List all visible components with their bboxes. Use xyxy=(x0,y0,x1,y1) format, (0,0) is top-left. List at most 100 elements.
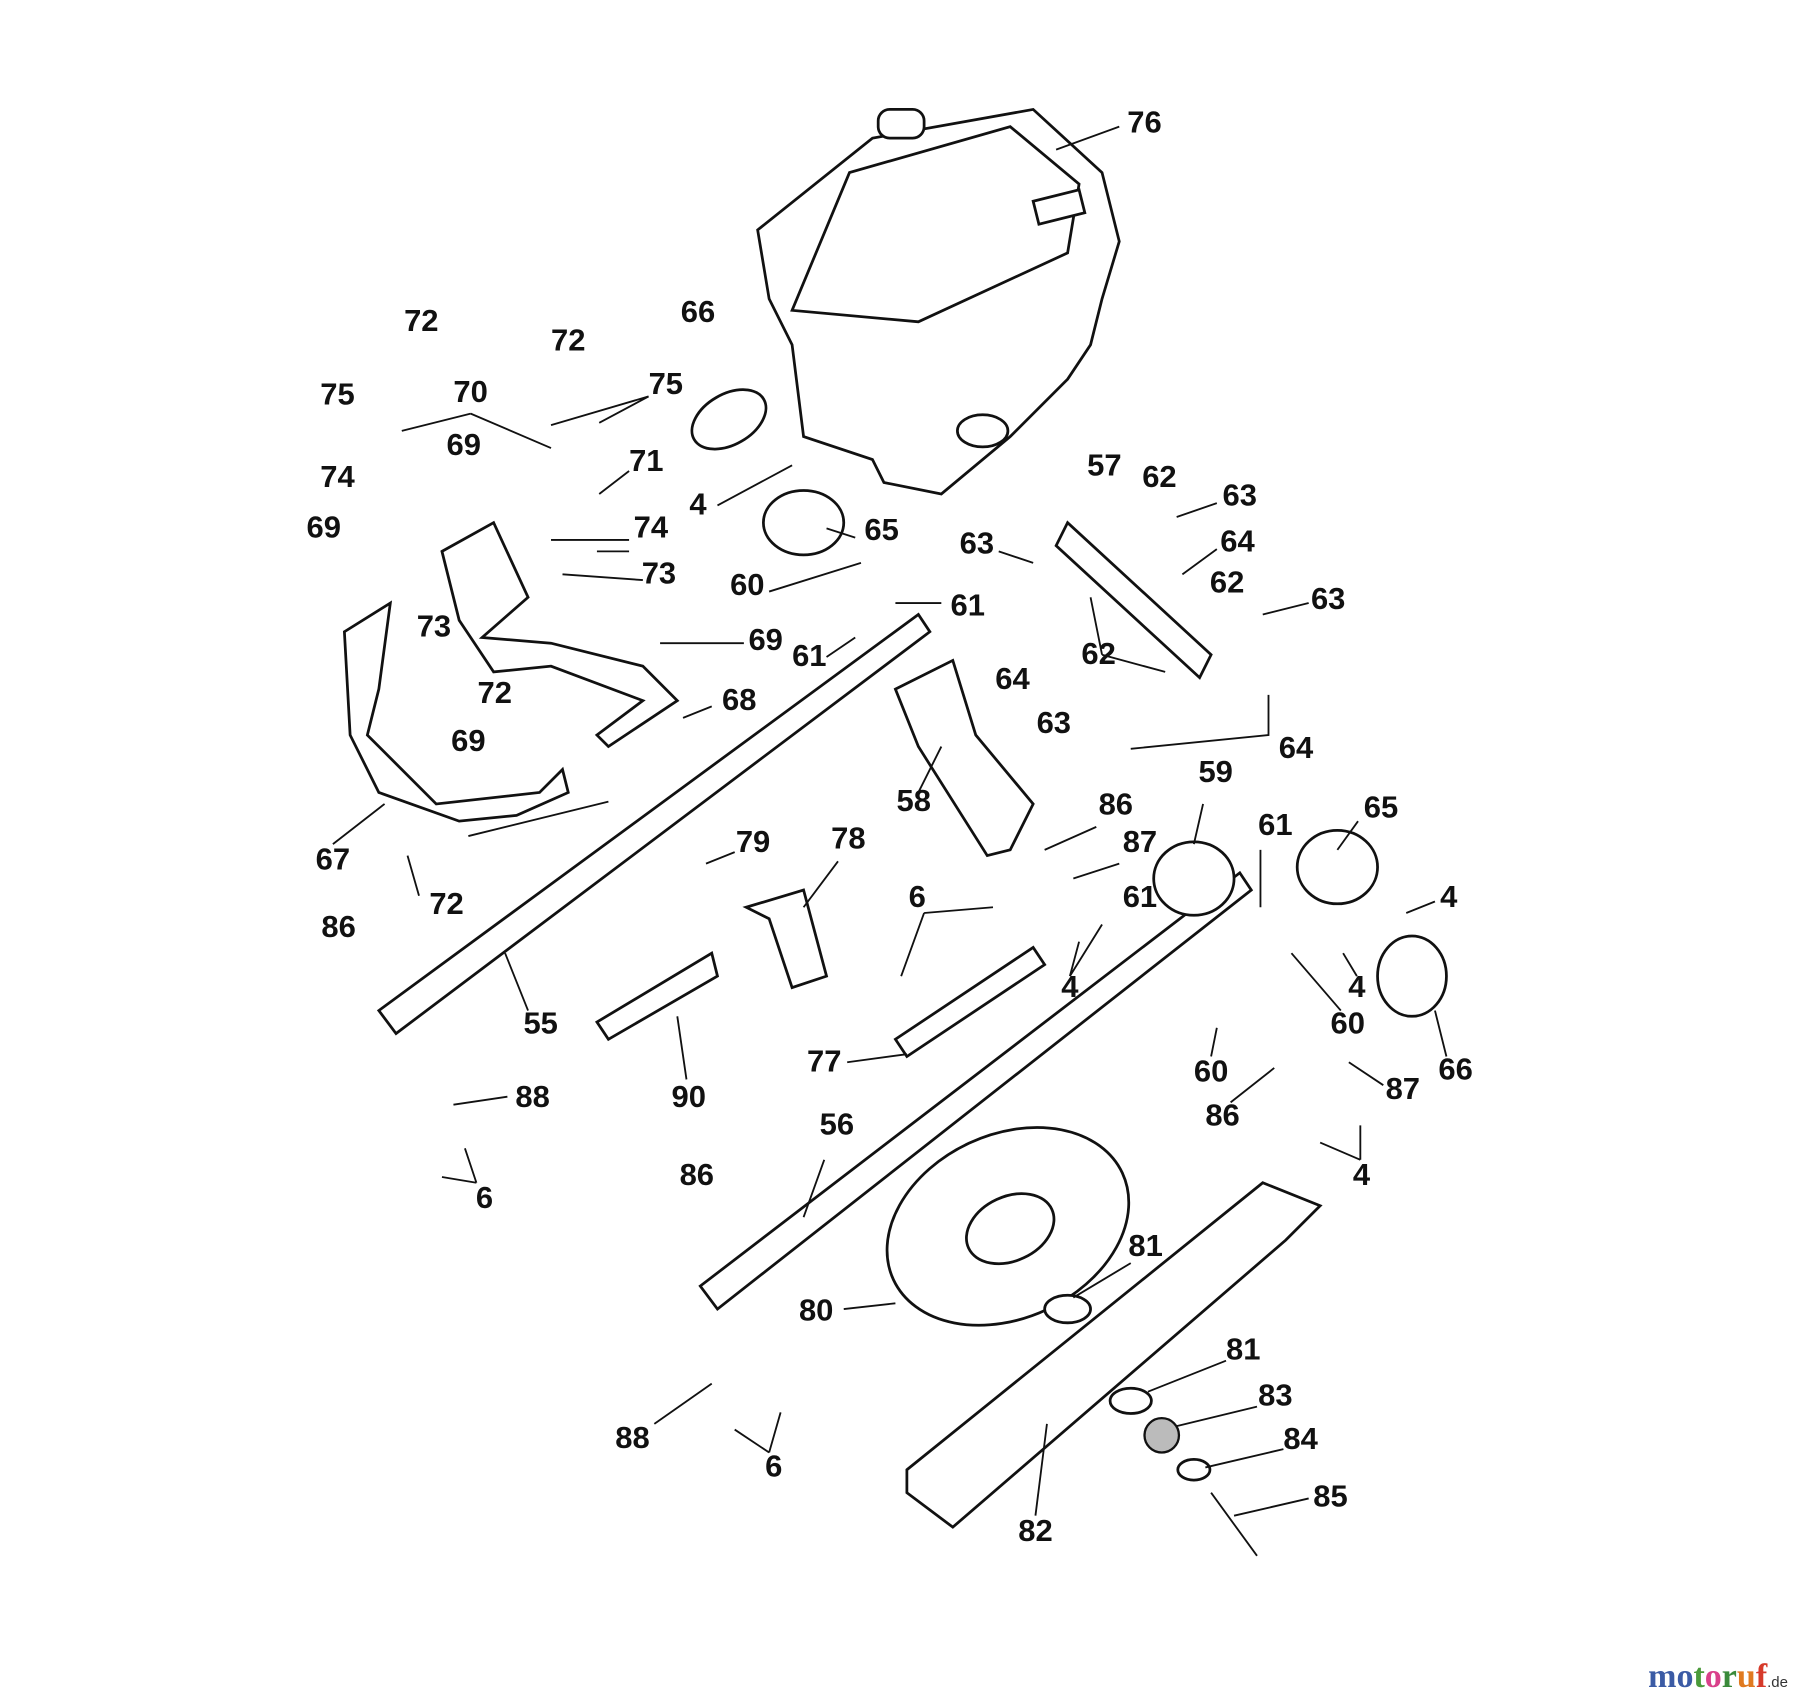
part-label: 77 xyxy=(807,1043,841,1078)
watermark-letter: u xyxy=(1736,1658,1756,1695)
part-label: 87 xyxy=(1123,824,1157,859)
part-label: 88 xyxy=(615,1420,649,1455)
watermark-suffix: .de xyxy=(1767,1674,1788,1691)
part-label: 81 xyxy=(1128,1228,1162,1263)
part-label: 85 xyxy=(1313,1478,1347,1513)
part-label: 62 xyxy=(1142,459,1176,494)
part-label: 6 xyxy=(476,1180,493,1215)
part-label: 4 xyxy=(689,487,707,522)
part-label: 63 xyxy=(960,526,994,561)
part-label: 72 xyxy=(478,675,512,710)
part-label: 66 xyxy=(681,294,715,329)
part-label: 62 xyxy=(1210,565,1244,600)
wheel-66b-part xyxy=(1376,934,1448,1018)
part-label: 79 xyxy=(736,824,770,859)
part-label: 70 xyxy=(453,374,487,409)
watermark-letter: o xyxy=(1704,1658,1722,1695)
wheel-66-part xyxy=(690,388,768,451)
part-label: 57 xyxy=(1087,448,1121,483)
watermark-letter: o xyxy=(1676,1658,1694,1695)
part-label: 72 xyxy=(551,322,585,357)
part-label: 86 xyxy=(680,1157,714,1192)
belt-90-part xyxy=(594,951,720,1042)
part-label: 72 xyxy=(404,303,438,338)
hub-65-part xyxy=(762,489,846,557)
blade-part xyxy=(905,1181,1323,1529)
part-label: 87 xyxy=(1386,1071,1420,1106)
part-label: 69 xyxy=(306,510,340,545)
axle-55-part xyxy=(376,612,932,1036)
part-label: 84 xyxy=(1283,1421,1318,1456)
washer-84-part xyxy=(1176,1458,1212,1482)
washer-81-part xyxy=(1043,1293,1092,1325)
part-label: 63 xyxy=(1311,581,1345,616)
guard-77-part xyxy=(893,945,1047,1059)
part-label: 60 xyxy=(730,567,764,602)
part-label: 83 xyxy=(1258,1377,1292,1412)
part-label: 74 xyxy=(320,459,355,494)
part-label: 61 xyxy=(792,638,826,673)
bracket-67-part xyxy=(342,600,570,823)
part-label: 73 xyxy=(642,556,676,591)
part-label: 82 xyxy=(1018,1513,1052,1548)
part-label: 61 xyxy=(1123,879,1157,914)
part-label: 69 xyxy=(748,622,782,657)
part-label: 4 xyxy=(1440,879,1458,914)
part-label: 74 xyxy=(634,510,669,545)
part-label: 76 xyxy=(1127,104,1161,139)
washer-81b-part xyxy=(1108,1386,1153,1415)
pulley-78-part xyxy=(742,888,829,990)
watermark-logo: motoruf.de xyxy=(1648,1658,1788,1696)
part-label: 63 xyxy=(1223,477,1257,512)
part-label: 86 xyxy=(1099,786,1133,821)
part-label: 62 xyxy=(1081,636,1115,671)
engine-part xyxy=(756,107,1121,496)
hub-65b-part xyxy=(1295,828,1379,906)
part-label: 59 xyxy=(1198,754,1232,789)
part-label: 56 xyxy=(820,1107,854,1142)
part-label: 73 xyxy=(417,608,451,643)
part-label: 67 xyxy=(316,841,350,876)
part-label: 4 xyxy=(1061,969,1079,1004)
axle-56-part xyxy=(698,870,1254,1311)
leader-lines xyxy=(332,125,1448,1517)
part-label: 75 xyxy=(649,366,683,401)
part-label: 55 xyxy=(523,1006,557,1041)
part-label: 60 xyxy=(1194,1054,1228,1089)
part-label: 86 xyxy=(321,909,355,944)
part-label: 69 xyxy=(447,427,481,462)
gear-59-part xyxy=(1152,840,1236,917)
part-label: 61 xyxy=(1258,807,1292,842)
part-label: 65 xyxy=(1364,790,1398,825)
part-label: 86 xyxy=(1205,1097,1239,1132)
part-label: 58 xyxy=(897,783,931,818)
part-label: 4 xyxy=(1348,969,1366,1004)
part-label: 90 xyxy=(672,1079,706,1114)
bolt-85-part xyxy=(1210,1492,1258,1557)
watermark-text: motoruf xyxy=(1648,1658,1767,1696)
part-label: 64 xyxy=(1220,523,1255,558)
watermark-letter: t xyxy=(1693,1658,1705,1695)
housing-58-part xyxy=(893,658,1035,858)
part-label: 68 xyxy=(722,682,756,717)
part-label: 66 xyxy=(1438,1051,1472,1086)
part-label: 61 xyxy=(950,588,984,623)
part-label: 60 xyxy=(1330,1006,1364,1041)
axle-57-part xyxy=(1054,520,1213,680)
part-label: 4 xyxy=(1353,1157,1371,1192)
part-label: 81 xyxy=(1226,1332,1260,1367)
part-label: 88 xyxy=(515,1079,549,1114)
part-label: 75 xyxy=(320,376,354,411)
bracket-68-part xyxy=(440,520,680,749)
part-label: 72 xyxy=(429,886,463,921)
watermark-letter: m xyxy=(1648,1658,1677,1695)
part-label: 64 xyxy=(1279,730,1314,765)
watermark-letter: r xyxy=(1721,1658,1737,1695)
part-label: 69 xyxy=(451,723,485,758)
part-label: 6 xyxy=(765,1449,782,1484)
part-label: 80 xyxy=(799,1293,833,1328)
part-label: 63 xyxy=(1037,705,1071,740)
part-label: 78 xyxy=(831,821,865,856)
part-labels: 76 72 72 75 70 75 69 71 74 74 69 73 73 6… xyxy=(306,104,1472,1548)
watermark-letter: f xyxy=(1755,1658,1768,1695)
